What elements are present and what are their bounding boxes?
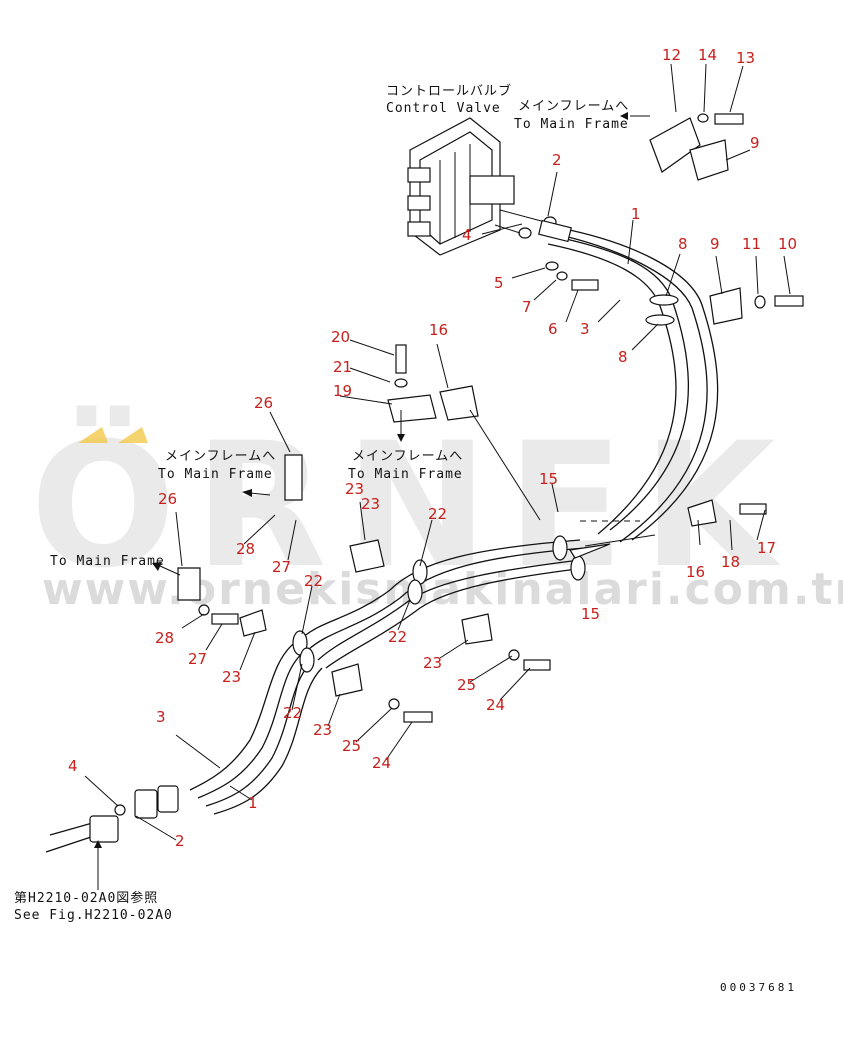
- watermark-url: www.ornekismakinalari.com.tr: [42, 564, 843, 615]
- hose-upper: [538, 219, 719, 543]
- part-callout-18: 18: [721, 553, 740, 571]
- part-callout-23: 23: [313, 721, 332, 739]
- main-frame-en-4: To Main Frame: [50, 554, 165, 569]
- part-callout-25: 25: [457, 676, 476, 694]
- part-callout-1: 1: [248, 794, 258, 812]
- part-callout-1: 1: [631, 205, 641, 223]
- part-callout-11: 11: [742, 235, 761, 253]
- part-callout-22: 22: [283, 704, 302, 722]
- notes: コントロールバルブ Control Valve メインフレームへ To Main…: [14, 83, 797, 994]
- part-callout-3: 3: [580, 320, 590, 338]
- part-callout-16: 16: [429, 321, 448, 339]
- part-callout-14: 14: [698, 46, 717, 64]
- part-callout-2: 2: [552, 151, 562, 169]
- part-callout-15: 15: [581, 605, 600, 623]
- part-callout-9: 9: [710, 235, 720, 253]
- part-callout-27: 27: [188, 650, 207, 668]
- part-callout-5: 5: [494, 274, 504, 292]
- part-callout-17: 17: [757, 539, 776, 557]
- part-callout-23: 23: [423, 654, 442, 672]
- part-callout-12: 12: [662, 46, 681, 64]
- part-callout-4: 4: [68, 757, 78, 775]
- leader-lines: [84, 63, 791, 841]
- see-fig-jp: 第H2210-02A0図参照: [14, 890, 158, 906]
- part-callout-20: 20: [331, 328, 350, 346]
- part-callout-7: 7: [522, 298, 532, 316]
- hose-middle: [299, 535, 611, 669]
- part-callout-22: 22: [388, 628, 407, 646]
- see-fig-en: See Fig.H2210-02A0: [14, 908, 173, 923]
- part-callout-26: 26: [254, 394, 273, 412]
- part-callout-9: 9: [750, 134, 760, 152]
- main-frame-jp-1: メインフレームへ: [518, 99, 629, 114]
- hardware: [177, 113, 804, 723]
- part-callout-23: 23: [361, 495, 380, 513]
- part-callout-6: 6: [548, 320, 558, 338]
- control-valve: [407, 117, 557, 256]
- hose-lower: [45, 630, 323, 890]
- part-callout-28: 28: [236, 540, 255, 558]
- part-callout-8: 8: [618, 348, 628, 366]
- part-callout-15: 15: [539, 470, 558, 488]
- part-callout-3: 3: [156, 708, 166, 726]
- part-callout-22: 22: [428, 505, 447, 523]
- watermark-accent-left: [78, 427, 108, 443]
- part-callout-25: 25: [342, 737, 361, 755]
- main-frame-jp-3: メインフレームへ: [352, 449, 463, 464]
- doc-number: 00037681: [720, 981, 797, 994]
- arrows: [152, 112, 650, 576]
- main-frame-jp-2: メインフレームへ: [165, 449, 276, 464]
- main-frame-en-3: To Main Frame: [348, 467, 463, 482]
- part-callout-24: 24: [486, 696, 505, 714]
- control-valve-en: Control Valve: [386, 101, 501, 116]
- part-callout-19: 19: [333, 382, 352, 400]
- part-callout-24: 24: [372, 754, 391, 772]
- part-callout-26: 26: [158, 490, 177, 508]
- part-callout-27: 27: [272, 558, 291, 576]
- part-callout-2: 2: [175, 832, 185, 850]
- part-callout-10: 10: [778, 235, 797, 253]
- part-callout-8: 8: [678, 235, 688, 253]
- part-callout-4: 4: [462, 226, 472, 244]
- main-frame-en-2: To Main Frame: [158, 467, 273, 482]
- part-callout-13: 13: [736, 49, 755, 67]
- part-callout-22: 22: [304, 572, 323, 590]
- main-frame-en-1: To Main Frame: [514, 117, 629, 132]
- watermark-accent-right: [118, 427, 148, 443]
- part-callout-23: 23: [222, 668, 241, 686]
- part-callout-21: 21: [333, 358, 352, 376]
- part-callout-16: 16: [686, 563, 705, 581]
- control-valve-jp: コントロールバルブ: [386, 83, 512, 99]
- part-callout-28: 28: [155, 629, 174, 647]
- part-callout-23: 23: [345, 480, 364, 498]
